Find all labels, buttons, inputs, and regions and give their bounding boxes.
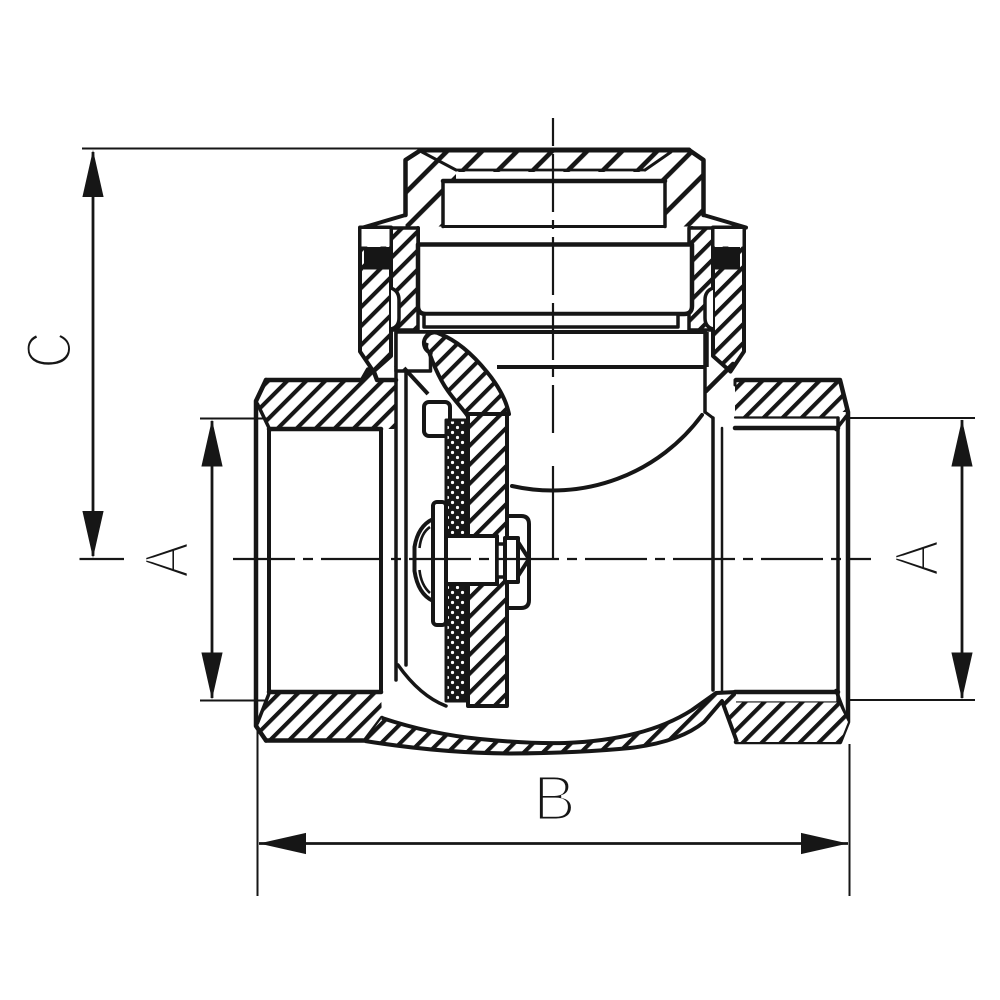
svg-text:B: B (533, 762, 576, 834)
svg-text:A: A (132, 542, 202, 578)
svg-text:A: A (882, 540, 952, 576)
svg-text:C: C (15, 332, 86, 369)
